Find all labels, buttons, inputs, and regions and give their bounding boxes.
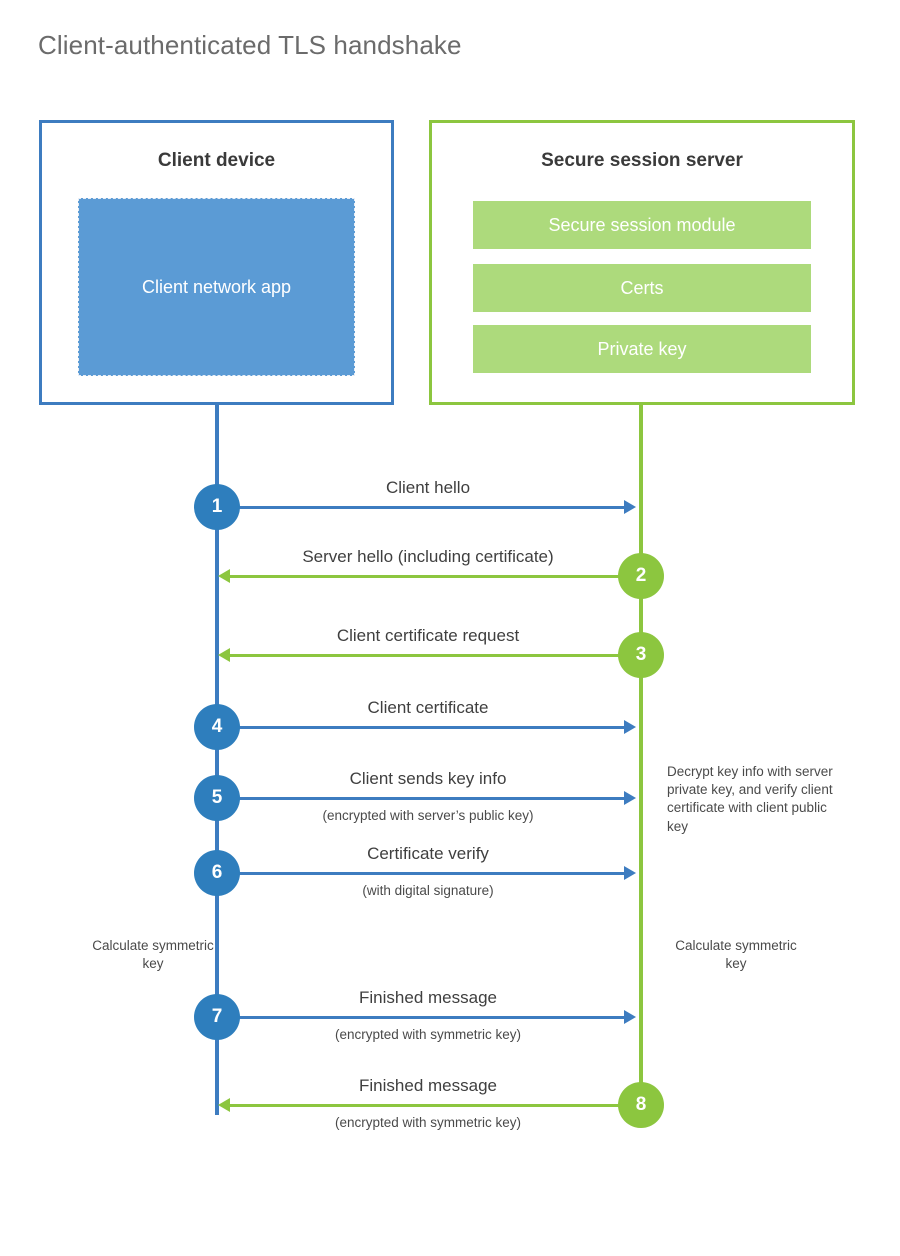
step-6-sublabel: (with digital signature) xyxy=(362,883,494,898)
server-calculate-symmetric-key-note: Calculate symmetric key xyxy=(675,938,797,972)
step-2-arrow-line xyxy=(230,575,624,578)
step-6-arrow-line xyxy=(217,872,624,875)
step-8-sublabel: (encrypted with symmetric key) xyxy=(334,1115,522,1130)
step-3-label: Client certificate request xyxy=(336,626,520,645)
page-title: Client-authenticated TLS handshake xyxy=(38,30,462,60)
step-7-arrow-head-right-icon xyxy=(624,1010,636,1024)
server-lifeline xyxy=(639,405,643,1105)
step-5-sublabel: (encrypted with server’s public key) xyxy=(322,808,534,823)
client-device-box: Client device Client network app xyxy=(39,120,394,405)
step-6-label: Certificate verify xyxy=(367,844,489,863)
step-1-number-badge: 1 xyxy=(194,484,240,530)
step-5-number-badge: 5 xyxy=(194,775,240,821)
step-4-arrow-line xyxy=(217,726,624,729)
step-8-arrow-line xyxy=(230,1104,624,1107)
step-3-number-badge: 3 xyxy=(618,632,664,678)
step-5-arrow-line xyxy=(217,797,624,800)
step-3-arrow-line xyxy=(230,654,624,657)
step-6-number-badge: 6 xyxy=(194,850,240,896)
step-4-arrow-head-right-icon xyxy=(624,720,636,734)
step-1-arrow-head-right-icon xyxy=(624,500,636,514)
server-item-certs: Certs xyxy=(473,264,811,312)
step-3-arrow-head-left-icon xyxy=(218,648,230,662)
step-6-arrow-head-right-icon xyxy=(624,866,636,880)
step-1-arrow-line xyxy=(217,506,624,509)
step-1-label: Client hello xyxy=(385,478,471,497)
server-item-secure-session-module: Secure session module xyxy=(473,201,811,249)
server-item-private-key: Private key xyxy=(473,325,811,373)
secure-session-server-box: Secure session server Secure session mod… xyxy=(429,120,855,405)
step-8-arrow-head-left-icon xyxy=(218,1098,230,1112)
step-7-sublabel: (encrypted with symmetric key) xyxy=(334,1027,522,1042)
client-lifeline xyxy=(215,405,219,1115)
client-network-app-box: Client network app xyxy=(78,198,355,376)
step-7-label: Finished message xyxy=(359,988,497,1007)
step-7-arrow-line xyxy=(217,1016,624,1019)
step-2-label: Server hello (including certificate) xyxy=(302,547,554,566)
step-7-number-badge: 7 xyxy=(194,994,240,1040)
step-8-label: Finished message xyxy=(359,1076,497,1095)
step-2-arrow-head-left-icon xyxy=(218,569,230,583)
step-5-label: Client sends key info xyxy=(349,769,507,788)
secure-session-server-title: Secure session server xyxy=(541,150,743,171)
step-8-number-badge: 8 xyxy=(618,1082,664,1128)
step-4-label: Client certificate xyxy=(367,698,489,717)
step-5-arrow-head-right-icon xyxy=(624,791,636,805)
client-device-title: Client device xyxy=(157,150,276,171)
step-4-number-badge: 4 xyxy=(194,704,240,750)
step-2-number-badge: 2 xyxy=(618,553,664,599)
client-calculate-symmetric-key-note: Calculate symmetric key xyxy=(92,938,214,972)
server-decrypt-note: Decrypt key info with server private key… xyxy=(667,764,833,834)
